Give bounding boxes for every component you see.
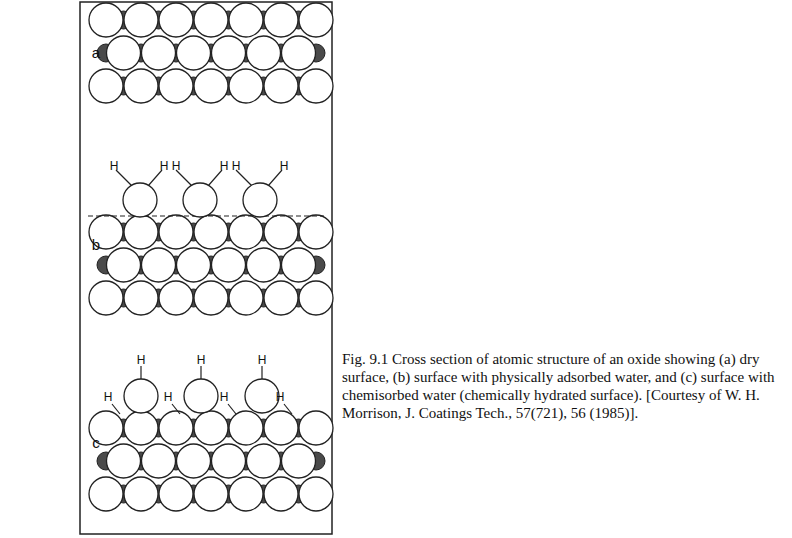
- hydrogen-label: H: [104, 391, 113, 403]
- oxygen-atom: [124, 477, 158, 511]
- panel-letter: a: [92, 45, 100, 60]
- oxygen-atom: [107, 248, 141, 282]
- oxygen-atom: [177, 444, 211, 478]
- oxygen-atom: [229, 477, 263, 511]
- oxygen-atom: [229, 3, 263, 37]
- o-h-bond: [200, 366, 201, 379]
- hydrogen-label: H: [276, 391, 285, 403]
- panel-letter: c: [92, 435, 100, 450]
- oxygen-atom: [282, 36, 316, 70]
- oxygen-atom: [124, 411, 158, 445]
- oxygen-atom: [159, 477, 193, 511]
- hydrogen-label: H: [137, 354, 146, 366]
- hydrogen-label: H: [258, 354, 267, 366]
- oxygen-atom: [299, 411, 333, 445]
- oxygen-atom: [299, 3, 333, 37]
- oxygen-atom: [229, 69, 263, 103]
- oxygen-atom: [247, 444, 281, 478]
- oxygen-atom: [123, 183, 157, 217]
- oxygen-atom: [299, 215, 333, 249]
- oxygen-atom: [229, 215, 263, 249]
- oxygen-atom: [159, 215, 193, 249]
- o-h-bond: [284, 404, 292, 414]
- oxygen-atom: [264, 69, 298, 103]
- oxygen-atom: [229, 281, 263, 315]
- figure-frame: [80, 2, 332, 534]
- oxygen-atom: [299, 477, 333, 511]
- oxygen-atom: [177, 36, 211, 70]
- oxygen-atom: [142, 36, 176, 70]
- oxygen-atom: [282, 444, 316, 478]
- oxygen-atom: [194, 411, 228, 445]
- oxygen-atom: [159, 281, 193, 315]
- oxygen-atom: [124, 69, 158, 103]
- o-h-bond: [228, 404, 236, 414]
- oxygen-atom: [194, 215, 228, 249]
- hydrogen-label: H: [172, 160, 181, 172]
- oxygen-atom: [194, 69, 228, 103]
- oxygen-atom: [194, 477, 228, 511]
- oxygen-atom: [247, 36, 281, 70]
- panel-letter: b: [92, 237, 100, 252]
- oxygen-atom: [243, 183, 277, 217]
- o-h-bond: [268, 170, 282, 186]
- o-h-bond: [236, 170, 252, 186]
- o-h-bond: [140, 366, 141, 379]
- hydrogen-label: H: [164, 391, 173, 403]
- oxygen-atom: [212, 444, 246, 478]
- oxygen-atom: [299, 281, 333, 315]
- hydrogen-label: H: [160, 160, 169, 172]
- oxygen-atom: [229, 411, 263, 445]
- o-h-bond: [176, 170, 192, 186]
- oxygen-atom: [124, 3, 158, 37]
- oxygen-atom: [159, 411, 193, 445]
- oxygen-atom: [159, 3, 193, 37]
- oxygen-atom: [212, 248, 246, 282]
- oxygen-atom: [124, 281, 158, 315]
- oxygen-atom: [89, 3, 123, 37]
- oxygen-atom: [247, 248, 281, 282]
- o-h-bond: [116, 170, 132, 186]
- oxygen-atom: [124, 215, 158, 249]
- oxygen-atom: [142, 248, 176, 282]
- oxygen-atom: [89, 281, 123, 315]
- oxygen-atom: [142, 444, 176, 478]
- oxygen-atom: [299, 69, 333, 103]
- oxygen-atom: [194, 3, 228, 37]
- hydrogen-label: H: [280, 160, 289, 172]
- oxygen-atom: [282, 248, 316, 282]
- oxygen-atom: [89, 69, 123, 103]
- oxygen-atom: [264, 215, 298, 249]
- o-h-bond: [261, 366, 262, 379]
- oxygen-atom: [264, 411, 298, 445]
- o-h-bond: [172, 404, 180, 414]
- oxygen-atom: [264, 477, 298, 511]
- oxygen-atom: [212, 36, 246, 70]
- oxygen-atom: [177, 248, 211, 282]
- oxygen-atom: [124, 379, 158, 413]
- oxygen-atom: [245, 379, 279, 413]
- oxygen-atom: [89, 477, 123, 511]
- hydrogen-label: H: [220, 160, 229, 172]
- oxygen-atom: [264, 281, 298, 315]
- o-h-bond: [112, 404, 120, 414]
- oxygen-atom: [184, 379, 218, 413]
- oxygen-atom: [159, 69, 193, 103]
- oxygen-atom: [107, 36, 141, 70]
- oxygen-atom: [264, 3, 298, 37]
- oxygen-atom: [107, 444, 141, 478]
- hydrogen-label: H: [110, 160, 119, 172]
- oxygen-atom: [194, 281, 228, 315]
- oxygen-atom: [183, 183, 217, 217]
- figure-caption: Fig. 9.1 Cross section of atomic structu…: [342, 350, 782, 422]
- hydrogen-label: H: [232, 160, 241, 172]
- o-h-bond: [208, 170, 222, 186]
- hydrogen-label: H: [197, 354, 206, 366]
- hydrogen-label: H: [220, 391, 229, 403]
- o-h-bond: [148, 170, 162, 186]
